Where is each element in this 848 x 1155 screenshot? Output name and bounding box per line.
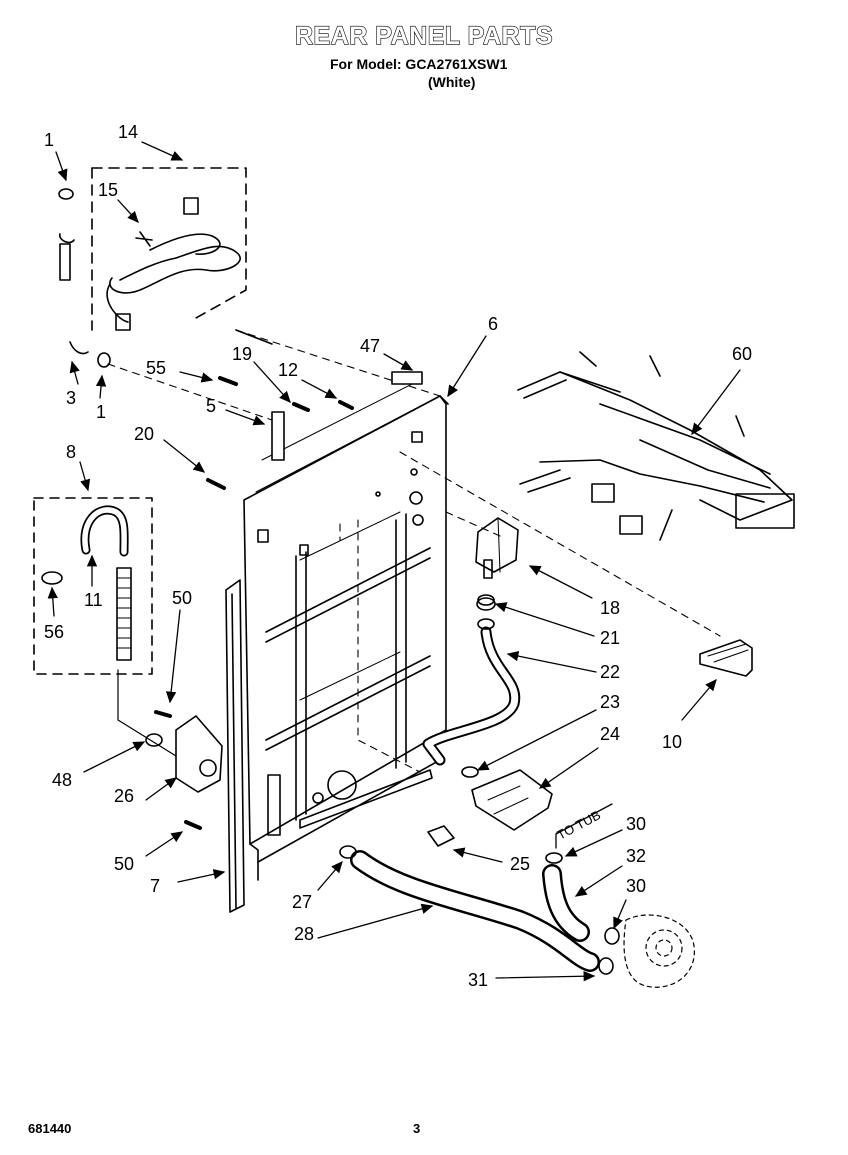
callout-label: 14 — [118, 122, 138, 142]
callout-label: 50 — [172, 588, 192, 608]
wiring-harness — [517, 351, 795, 541]
model-line: For Model: GCA2761XSW1 — [330, 56, 508, 72]
page-title: REAR PANEL PARTS — [294, 21, 554, 50]
document-number: 681440 — [28, 1121, 72, 1136]
callout-label: 60 — [732, 344, 752, 364]
callout-label: 7 — [150, 876, 160, 896]
callout-label: 8 — [66, 442, 76, 462]
color-line: (White) — [428, 74, 476, 90]
pressure-switch — [475, 517, 519, 579]
callout-label: 21 — [600, 628, 620, 648]
tub-hose — [542, 852, 620, 975]
power-cord-kit-box — [91, 167, 247, 331]
callout-label: 1 — [96, 402, 106, 422]
clip — [427, 825, 455, 847]
callout-label: 27 — [292, 892, 312, 912]
callout-label: 22 — [600, 662, 620, 682]
callout-label: 55 — [146, 358, 166, 378]
callout-label: 18 — [600, 598, 620, 618]
drain-hose — [339, 845, 600, 972]
callout-label: 20 — [134, 424, 154, 444]
callout-label: 5 — [206, 396, 216, 416]
callout-label: 30 — [626, 876, 646, 896]
rear-panel — [235, 329, 449, 881]
leader-lines — [107, 363, 721, 773]
drain-hose-kit-box — [33, 497, 153, 675]
callout-label: 50 — [114, 854, 134, 874]
callout-label: 6 — [488, 314, 498, 334]
pressure-hose — [422, 597, 521, 766]
drain-bracket — [461, 766, 553, 831]
callout-label: 31 — [468, 970, 488, 990]
callout-label: 10 — [662, 732, 682, 752]
callout-arrows — [47, 141, 741, 982]
callout-label: 15 — [98, 180, 118, 200]
callout-label: 23 — [600, 692, 620, 712]
callout-label: 25 — [510, 854, 530, 874]
callout-label: 47 — [360, 336, 380, 356]
callout-label: 11 — [84, 590, 103, 610]
callout-label: 28 — [294, 924, 314, 944]
callout-label: 26 — [114, 786, 134, 806]
callout-label: 30 — [626, 814, 646, 834]
callout-label: 1 — [44, 130, 54, 150]
callout-label: 3 — [66, 388, 76, 408]
bracket — [699, 639, 753, 677]
callout-label: 48 — [52, 770, 72, 790]
callout-label: 32 — [626, 846, 646, 866]
callout-labels: 1 14 15 3 1 55 19 12 47 6 60 5 20 8 11 5… — [44, 122, 752, 990]
hose-bracket — [117, 669, 223, 793]
callout-label: 24 — [600, 724, 620, 744]
side-channel — [225, 579, 245, 913]
callout-label: 56 — [44, 622, 64, 642]
callout-label: 12 — [278, 360, 298, 380]
to-tub-label: TO TUB — [554, 807, 603, 842]
fasteners — [58, 188, 495, 830]
pump-outline — [623, 914, 695, 988]
page-number: 3 — [413, 1121, 421, 1136]
callout-label: 19 — [232, 344, 252, 364]
